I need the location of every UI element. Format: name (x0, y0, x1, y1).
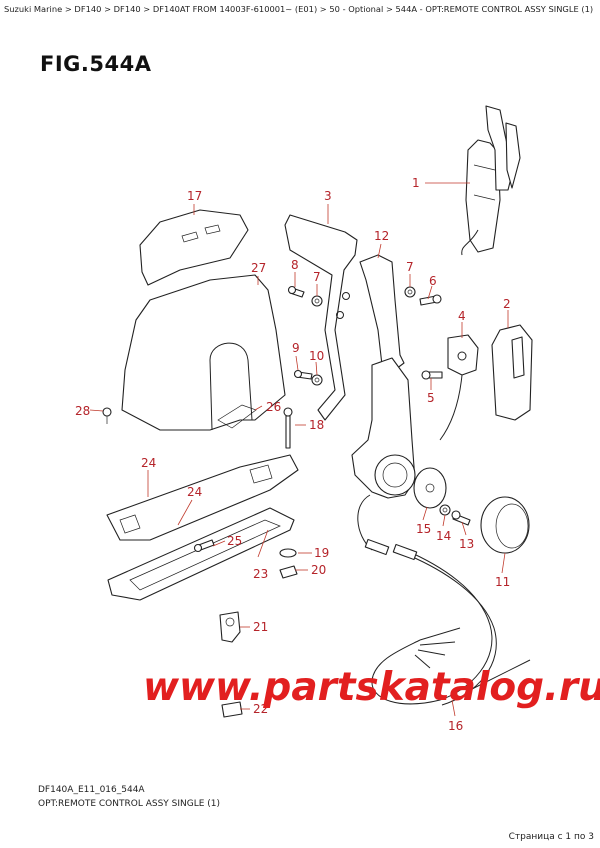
callout-4: 4 (458, 309, 466, 323)
callout-11: 11 (495, 575, 510, 589)
page-counter: Страница с 1 по 3 (508, 832, 594, 842)
callout-16: 16 (448, 719, 463, 733)
part-3-lever-bracket (284, 214, 358, 421)
callout-19: 19 (314, 546, 329, 560)
breadcrumb: Suzuki Marine > DF140 > DF140 > DF140AT … (4, 4, 594, 14)
part-11-cap (480, 496, 530, 554)
part-13-screw (451, 510, 471, 526)
part-10-washer (311, 374, 323, 386)
callout-7-left: 7 (313, 270, 321, 284)
leader-lines (89, 182, 509, 717)
part-25-screw (193, 539, 215, 553)
part-15-disc (413, 467, 447, 509)
figure-title: FIG.544A (40, 52, 152, 76)
part-12-control-lever (351, 254, 416, 499)
part-2-grip (491, 324, 533, 421)
callout-13: 13 (459, 537, 474, 551)
part-14-washer (439, 504, 451, 516)
part-24-base-plate (106, 454, 299, 541)
callout-18: 18 (309, 418, 324, 432)
callout-1: 1 (412, 176, 420, 190)
callout-labels: 1 2 3 4 5 6 7 7 8 9 10 11 12 13 14 15 16… (75, 176, 511, 733)
part-8-screw (287, 285, 305, 298)
part-23-gasket (107, 507, 295, 601)
callout-15: 15 (416, 522, 431, 536)
callout-10: 10 (309, 349, 324, 363)
callout-20: 20 (311, 563, 326, 577)
callout-17: 17 (187, 189, 202, 203)
part-7-washer-a (311, 295, 323, 307)
part-4-switch (439, 334, 479, 441)
callout-9: 9 (292, 341, 300, 355)
part-28-screw (102, 407, 112, 424)
callout-22: 22 (253, 702, 268, 716)
part-27-housing (121, 274, 286, 431)
callout-28: 28 (75, 404, 90, 418)
callout-21: 21 (253, 620, 268, 634)
part-16-harness (357, 494, 531, 706)
part-6-screw (419, 294, 442, 306)
part-20-nut (279, 565, 298, 579)
callout-8: 8 (291, 258, 299, 272)
part-9-screw (293, 369, 313, 380)
callout-3: 3 (324, 189, 332, 203)
part-5-screw (421, 370, 443, 380)
callout-27: 27 (251, 261, 266, 275)
callout-2: 2 (503, 297, 511, 311)
callout-24-right: 24 (187, 485, 202, 499)
watermark: www.partskatalog.ru (143, 665, 600, 710)
callout-24-left: 24 (141, 456, 156, 470)
part-18-bolt (283, 407, 293, 449)
part-17-cover-top (139, 209, 249, 286)
part-1-remote-control (461, 105, 521, 256)
callout-7-right: 7 (406, 260, 414, 274)
callout-25: 25 (227, 534, 242, 548)
callout-26: 26 (266, 400, 281, 414)
callout-12: 12 (374, 229, 389, 243)
part-22-clip (221, 701, 243, 718)
callout-23: 23 (253, 567, 268, 581)
part-7-washer-b (404, 286, 416, 298)
callout-5: 5 (427, 391, 435, 405)
figure-code: DF140A_E11_016_544A (38, 785, 145, 795)
callout-14: 14 (436, 529, 451, 543)
callout-6: 6 (429, 274, 437, 288)
figure-caption: OPT:REMOTE CONTROL ASSY SINGLE (1) (38, 799, 221, 809)
part-21-clamp (219, 611, 241, 643)
part-19-washer (279, 548, 297, 558)
